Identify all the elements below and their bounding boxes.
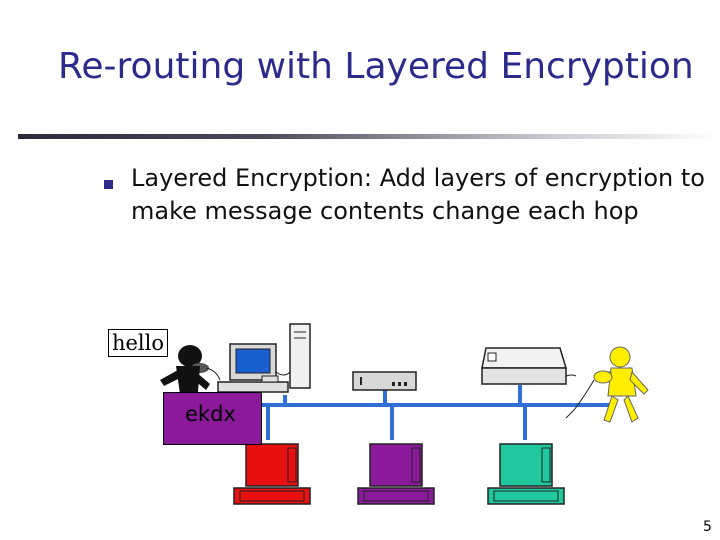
router-computer-icon [357,443,435,505]
bullet-marker [104,180,113,189]
bullet-text: Layered Encryption: Add layers of encryp… [131,164,705,225]
plain-message-box: hello [108,329,168,357]
encrypted-message-text: ekdx [185,402,236,426]
network-lines [260,385,610,440]
router-computer-icon [233,443,311,505]
page-number: 5 [703,519,712,535]
recipient-person-icon [565,346,649,423]
router-computer-icon [487,443,565,505]
hub-router-icon [352,371,417,391]
encrypted-message-box [163,392,262,445]
title-divider [18,134,720,139]
printer-icon [481,347,577,385]
server-computer-icon [217,323,311,393]
slide-title: Re-routing with Layered Encryption [58,46,694,87]
